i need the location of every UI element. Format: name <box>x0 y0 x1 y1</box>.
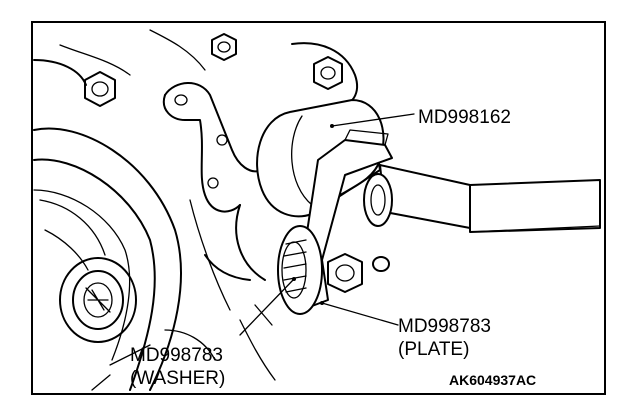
label-plate-part-number: MD998783 <box>398 316 491 337</box>
label-washer-name: (WASHER) <box>130 368 225 389</box>
label-plate-name: (PLATE) <box>398 339 469 360</box>
label-washer-part-number: MD998783 <box>130 345 223 366</box>
figure-frame <box>31 21 606 395</box>
leader-lines <box>239 113 415 336</box>
engine-block-drawing <box>33 29 359 391</box>
leader-md998162 <box>331 113 415 127</box>
special-tool-md998783-washer <box>277 225 323 315</box>
figure-id: AK604937AC <box>449 372 536 388</box>
special-tool-md998783-plate <box>301 129 393 307</box>
label-md998162: MD998162 <box>418 107 511 128</box>
leader-washer <box>239 278 295 336</box>
leader-plate <box>321 302 399 326</box>
